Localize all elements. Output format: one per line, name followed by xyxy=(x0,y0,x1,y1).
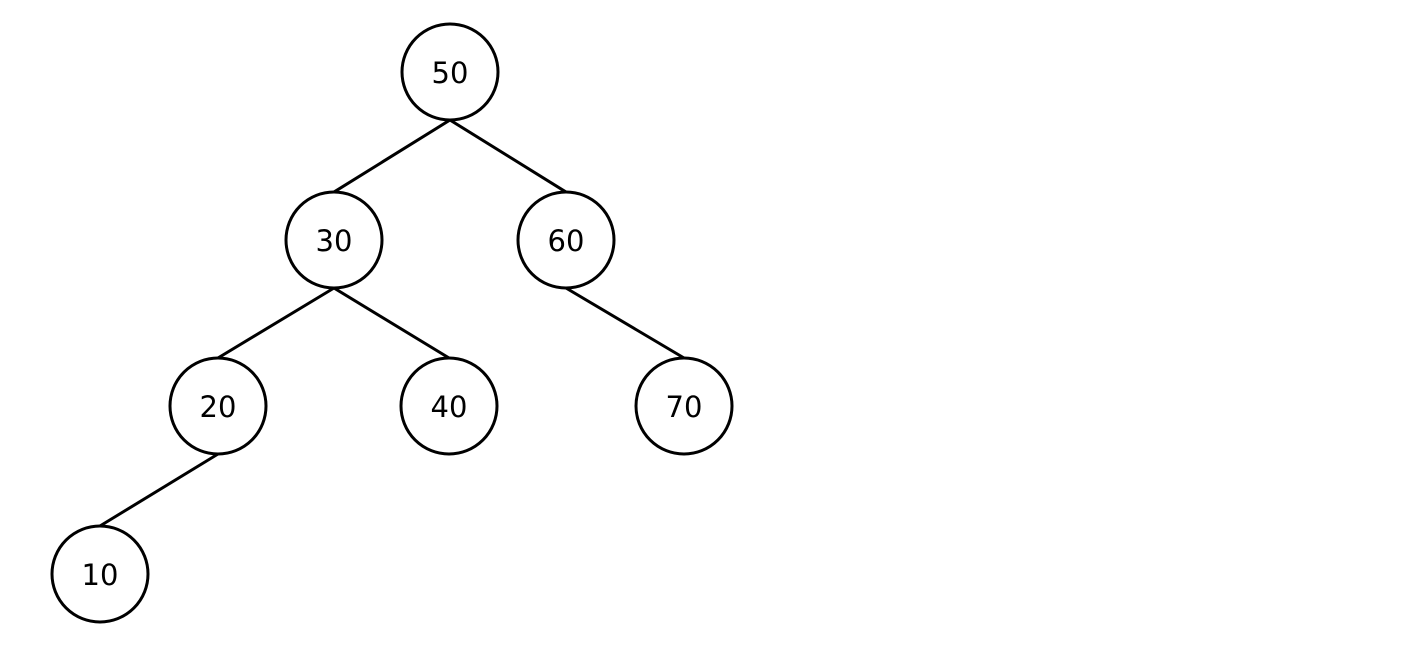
edge-30-40 xyxy=(331,285,452,361)
tree-node-30: 30 xyxy=(284,190,384,290)
node-circle xyxy=(50,524,150,624)
edge-20-10 xyxy=(97,451,221,529)
node-label: 30 xyxy=(316,224,353,258)
tree-node-10: 10 xyxy=(50,524,150,624)
node-circle xyxy=(634,356,734,456)
node-circle xyxy=(399,356,499,456)
tree-node-40: 40 xyxy=(399,356,499,456)
edge-50-30 xyxy=(331,117,453,195)
node-label: 20 xyxy=(200,390,237,424)
tree-node-20: 20 xyxy=(168,356,268,456)
node-circle xyxy=(168,356,268,456)
node-label: 10 xyxy=(82,558,119,592)
node-circle xyxy=(516,190,616,290)
node-label: 70 xyxy=(666,390,703,424)
tree-edges xyxy=(97,117,687,529)
tree-node-50: 50 xyxy=(400,22,500,122)
tree-node-70: 70 xyxy=(634,356,734,456)
tree-nodes: 50 30 60 20 40 70 10 xyxy=(50,22,734,624)
node-label: 50 xyxy=(432,56,469,90)
edge-30-20 xyxy=(215,285,337,361)
tree-node-60: 60 xyxy=(516,190,616,290)
node-circle xyxy=(400,22,500,122)
edge-60-70 xyxy=(563,285,687,361)
node-label: 40 xyxy=(431,390,468,424)
node-circle xyxy=(284,190,384,290)
node-label: 60 xyxy=(548,224,585,258)
edge-50-60 xyxy=(447,117,569,195)
